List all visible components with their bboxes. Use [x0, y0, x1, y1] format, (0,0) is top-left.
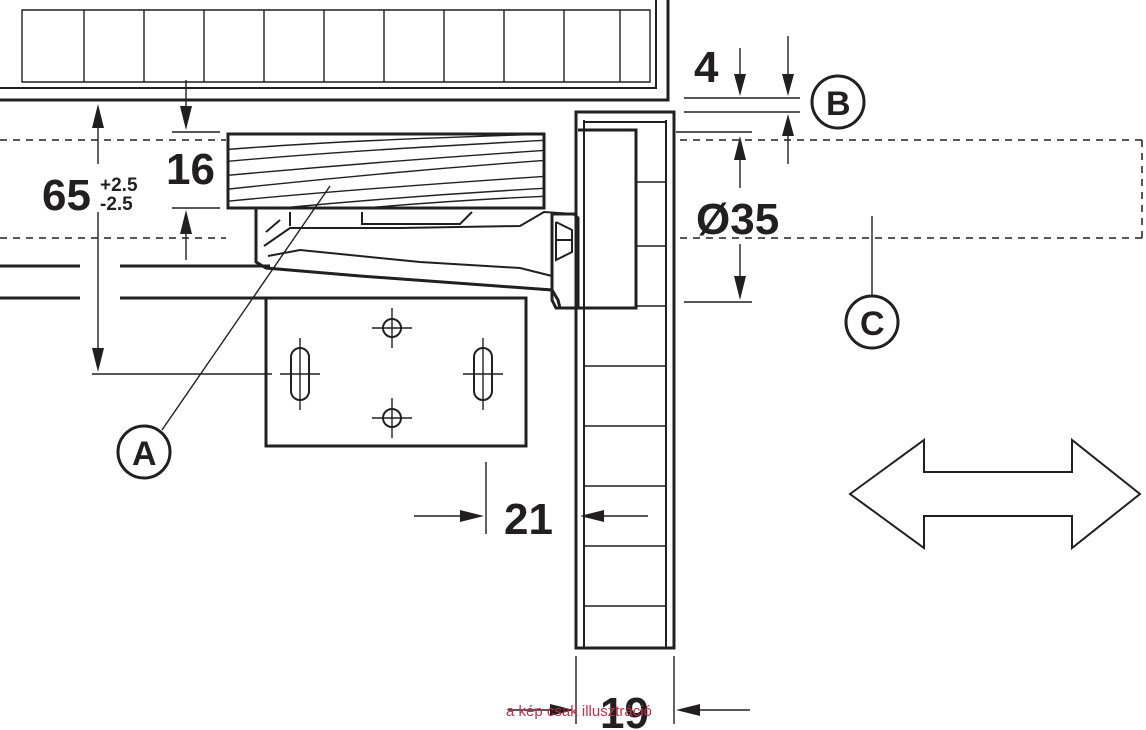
- mounting-plate: [264, 296, 528, 448]
- callout-a-label: A: [132, 435, 157, 473]
- wood-mounting-block: [226, 132, 546, 210]
- dimension-65-tol-minus: -2.5: [100, 194, 133, 215]
- panel-dividers: [83, 10, 621, 82]
- callout-c-label: C: [860, 305, 885, 343]
- dimension-16: 16: [166, 80, 220, 260]
- dimension-65: 65 +2.5 -2.5: [42, 104, 272, 375]
- slot-hole-left: [280, 338, 320, 410]
- dashed-outline-c: [0, 139, 1143, 239]
- callout-b-label: B: [826, 85, 851, 123]
- dimension-65-value: 65: [42, 171, 91, 220]
- dimension-19: 19: [508, 656, 750, 730]
- door-hatch: [584, 181, 666, 607]
- screw-hole-bottom: [372, 398, 412, 438]
- dimension-35: Ø35: [676, 131, 779, 303]
- cabinet-side-rails: [0, 264, 270, 300]
- dimension-21: 21: [414, 462, 648, 544]
- watermark-text: a kép csak illusztráció: [506, 703, 652, 720]
- double-arrow-icon: [848, 437, 1142, 551]
- door-panel: [574, 110, 676, 650]
- callout-b: B: [810, 74, 866, 130]
- screw-hole-top: [372, 308, 412, 348]
- dimension-19-value: 19: [600, 689, 649, 730]
- dimension-16-value: 16: [166, 145, 215, 194]
- callout-a: A: [116, 185, 331, 480]
- cabinet-top-panel: [0, 0, 670, 102]
- dimension-35-value: Ø35: [696, 195, 779, 244]
- dimension-4-value: 4: [694, 43, 719, 92]
- slot-hole-right: [463, 338, 503, 410]
- callout-c: C: [844, 216, 900, 350]
- dimension-65-tol-plus: +2.5: [100, 175, 138, 196]
- dimension-4: 4: [684, 36, 800, 164]
- dimension-21-value: 21: [504, 495, 553, 544]
